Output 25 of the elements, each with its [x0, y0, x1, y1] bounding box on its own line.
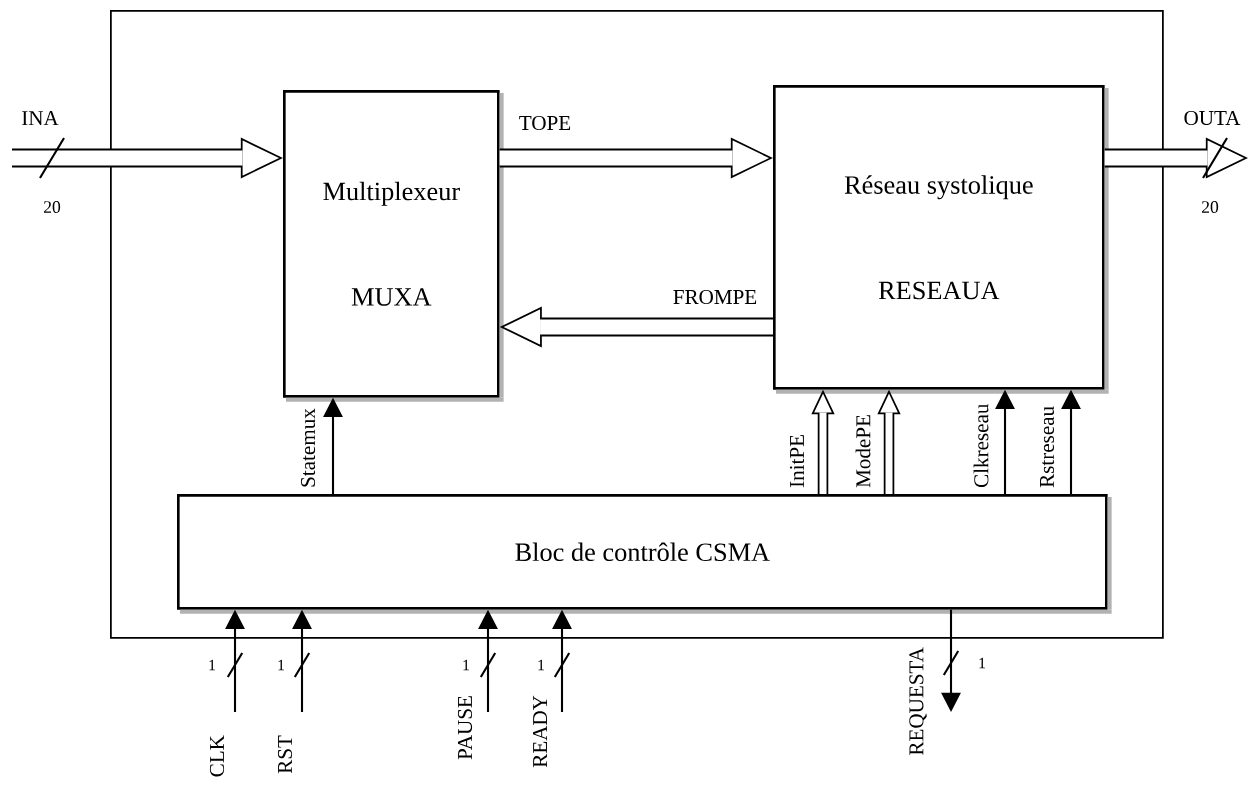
bus-width-number: 1	[979, 657, 986, 669]
bus-width-number: 1	[278, 659, 285, 671]
signal-label: PAUSE	[456, 693, 474, 762]
block-box: Multiplexeur MUXA	[283, 90, 504, 402]
bus-width-number: 1	[463, 659, 470, 671]
bus-width-number: 20	[1202, 201, 1219, 213]
signal-label: Statemux	[299, 406, 317, 490]
signal-label: Rstreseau	[1038, 404, 1056, 490]
bus-width-number: 1	[538, 659, 545, 671]
signal-label: TOPE	[517, 114, 573, 132]
signal-label: REQUESTA	[907, 645, 929, 758]
signal-label: OUTA	[1181, 109, 1243, 127]
outer-box	[110, 10, 1164, 639]
signal-label: READY	[531, 693, 549, 770]
signal-label: ModePE	[853, 412, 873, 490]
block-box: Bloc de contrôle CSMA	[177, 494, 1112, 614]
block-box: Réseau systolique RESEAUA	[773, 85, 1109, 394]
signal-label: Clkreseau	[971, 401, 991, 490]
signal-label: FROMPE	[671, 288, 759, 306]
signal-label: InitPE	[788, 432, 806, 490]
signal-label: CLK	[208, 733, 226, 780]
signal-label: RST	[276, 733, 294, 776]
signal-label: INA	[19, 109, 61, 127]
bus-width-number: 20	[44, 201, 61, 213]
bus-width-number: 1	[209, 659, 216, 671]
